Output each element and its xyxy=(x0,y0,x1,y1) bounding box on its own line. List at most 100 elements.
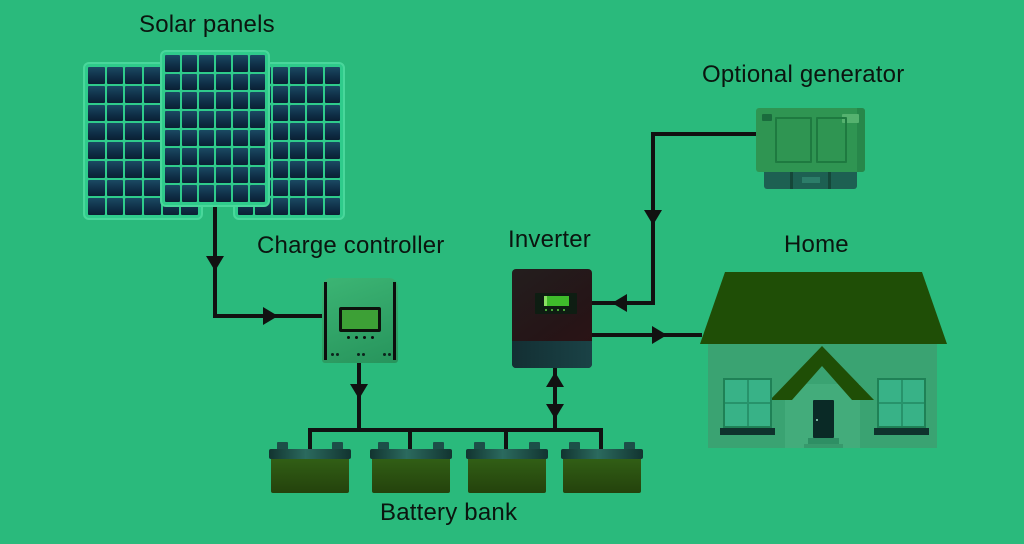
solar-cell xyxy=(307,142,323,159)
solar-cell xyxy=(307,160,323,178)
solar-cell xyxy=(165,129,180,147)
solar-cell xyxy=(143,85,161,103)
solar-cell xyxy=(182,92,197,109)
controller-terminal xyxy=(388,353,391,356)
solar-cell xyxy=(199,129,214,147)
generator-side-strip xyxy=(857,108,865,172)
solar-cell xyxy=(250,110,265,128)
controller-button xyxy=(371,336,374,339)
solar-cell xyxy=(324,123,340,140)
house-window-sill xyxy=(720,428,775,435)
solar-cell xyxy=(143,104,161,122)
wire-generator-h xyxy=(653,132,756,136)
solar-cell xyxy=(289,160,306,178)
solar-cell xyxy=(106,123,124,140)
optional-generator xyxy=(756,108,865,196)
solar-cell xyxy=(88,67,105,84)
house-step xyxy=(804,444,843,448)
solar-cell xyxy=(250,92,265,109)
controller-button xyxy=(347,336,350,339)
solar-cell xyxy=(106,142,124,159)
arrow-down-icon xyxy=(206,256,224,271)
solar-cell xyxy=(289,142,306,159)
arrow-up-icon xyxy=(546,372,564,387)
solar-cell xyxy=(233,185,248,202)
solar-cell xyxy=(88,123,105,140)
arrow-left-icon xyxy=(612,294,627,312)
solar-cell xyxy=(289,198,306,215)
controller-heatsink-left xyxy=(324,282,327,360)
solar-cell xyxy=(216,166,231,184)
solar-cell xyxy=(272,104,288,122)
inverter-indicator xyxy=(557,309,559,311)
inverter-screen xyxy=(544,296,569,306)
arrow-down-icon xyxy=(546,404,564,419)
solar-cell xyxy=(182,110,197,128)
solar-cell xyxy=(250,148,265,165)
solar-cell xyxy=(88,104,105,122)
battery-bank-label: Battery bank xyxy=(380,499,518,526)
solar-cell xyxy=(216,129,231,147)
wire-battery-bus xyxy=(308,428,603,432)
solar-cell xyxy=(165,166,180,184)
solar-cell xyxy=(324,142,340,159)
solar-cell xyxy=(125,104,142,122)
solar-cell xyxy=(272,67,288,84)
solar-cell xyxy=(250,73,265,91)
house-window-sill xyxy=(874,428,929,435)
solar-cell xyxy=(289,123,306,140)
wire-inverter-battery xyxy=(553,366,557,432)
solar-cell xyxy=(216,110,231,128)
inverter-indicator xyxy=(551,309,553,311)
inverter xyxy=(512,269,592,368)
solar-cell xyxy=(106,160,124,178)
wire-inverter-to-home xyxy=(592,333,702,337)
solar-cell xyxy=(272,198,288,215)
solar-cell xyxy=(324,179,340,197)
solar-cell xyxy=(233,110,248,128)
battery xyxy=(370,442,452,493)
solar-cell xyxy=(88,85,105,103)
inverter-display xyxy=(535,293,577,314)
solar-cell xyxy=(182,166,197,184)
home-label: Home xyxy=(784,231,849,258)
house-step xyxy=(808,438,839,444)
controller-terminal xyxy=(357,353,360,356)
solar-cell xyxy=(165,55,180,72)
solar-cell xyxy=(307,104,323,122)
solar-cell xyxy=(324,85,340,103)
solar-cell xyxy=(143,198,161,215)
solar-cell xyxy=(216,73,231,91)
solar-cell xyxy=(272,123,288,140)
solar-cell xyxy=(307,67,323,84)
solar-cell xyxy=(106,85,124,103)
solar-cell xyxy=(216,55,231,72)
arrow-down-icon xyxy=(350,384,368,399)
controller-button xyxy=(355,336,358,339)
controller-button xyxy=(363,336,366,339)
solar-cell xyxy=(216,148,231,165)
battery xyxy=(466,442,548,493)
inverter-base-band xyxy=(512,341,592,368)
solar-cell xyxy=(233,55,248,72)
solar-cell xyxy=(199,110,214,128)
inverter-indicator xyxy=(563,309,565,311)
solar-cell xyxy=(199,73,214,91)
solar-cell xyxy=(289,104,306,122)
solar-cell xyxy=(143,123,161,140)
solar-cell xyxy=(216,185,231,202)
solar-cell xyxy=(143,142,161,159)
solar-cell xyxy=(182,185,197,202)
house-roof xyxy=(700,272,947,344)
arrow-right-icon xyxy=(652,326,667,344)
solar-cell xyxy=(106,179,124,197)
solar-cell xyxy=(88,179,105,197)
solar-cell xyxy=(106,198,124,215)
generator-body xyxy=(756,108,865,172)
solar-cell xyxy=(125,142,142,159)
charge-controller-label: Charge controller xyxy=(257,232,445,259)
controller-terminal xyxy=(383,353,386,356)
house-window xyxy=(723,378,772,428)
solar-cell xyxy=(125,123,142,140)
